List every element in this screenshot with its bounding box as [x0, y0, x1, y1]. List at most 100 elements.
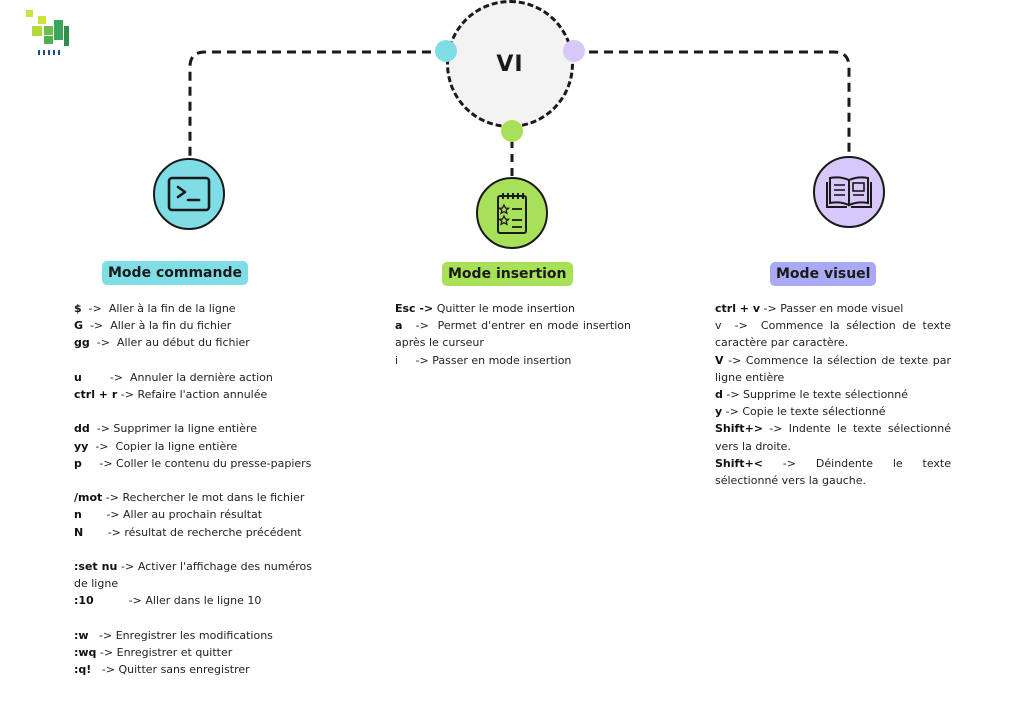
command-key: N: [74, 525, 84, 539]
spacer: [74, 352, 312, 369]
command-key: yy: [74, 439, 89, 453]
command-item: u -> Annuler la dernière action: [74, 369, 312, 386]
command-description: -> Permet d'entrer en mode insertion apr…: [395, 319, 635, 350]
command-item: d -> Supprime le texte sélectionné: [715, 386, 951, 403]
command-key: Shift+>: [715, 422, 764, 436]
command-item: :q! -> Quitter sans enregistrer: [74, 661, 312, 678]
command-item: Shift+< -> Déindente le texte sélectionn…: [715, 455, 951, 489]
command-description: -> Annuler la dernière action: [81, 370, 273, 384]
command-key: /mot: [74, 491, 103, 505]
command-description: -> Indente le texte sélectionné vers la …: [715, 422, 955, 453]
logo-icon: [26, 10, 69, 55]
command-description: -> Aller dans le ligne 10: [93, 594, 262, 608]
command-item: n -> Aller au prochain résultat: [74, 506, 312, 523]
command-item: :set nu -> Activer l'affichage des numér…: [74, 558, 312, 592]
mode-visuel-label: Mode visuel: [770, 262, 877, 286]
command-description: -> Copier la ligne entière: [88, 439, 238, 453]
mode-commande-label: Mode commande: [102, 261, 248, 285]
command-description: -> Aller à la fin de la ligne: [81, 302, 236, 315]
command-item: ctrl + v -> Passer en mode visuel: [715, 300, 951, 317]
command-item: v -> Commence la sélection de texte cara…: [715, 317, 951, 351]
command-item: i -> Passer en mode insertion: [395, 352, 631, 369]
connector-dot-insertion: [501, 120, 523, 142]
command-item: y -> Copie le texte sélectionné: [715, 403, 951, 420]
command-item: gg -> Aller au début du fichier: [74, 334, 312, 351]
command-key: p: [74, 456, 82, 470]
command-description: Quitter le mode insertion: [433, 302, 575, 315]
command-key: Esc ->: [395, 302, 434, 315]
command-description: -> Déindente le texte sélectionné vers l…: [715, 456, 955, 488]
command-key: Shift+<: [715, 456, 764, 470]
command-item: p -> Coller le contenu du presse-papiers: [74, 455, 312, 472]
command-item: G -> Aller à la fin du fichier: [74, 317, 312, 334]
command-key: gg: [74, 336, 90, 350]
command-description: -> Enregistrer les modifications: [88, 628, 273, 642]
command-item: yy -> Copier la ligne entière: [74, 438, 312, 455]
command-item: a -> Permet d'entrer en mode insertion a…: [395, 317, 631, 351]
command-description: -> Rechercher le mot dans le fichier: [102, 491, 305, 505]
command-key: :q!: [74, 663, 92, 677]
command-description: -> Activer l'affichage des numéros de li…: [74, 559, 316, 591]
command-description: -> Aller au début du fichier: [89, 336, 250, 350]
command-item: :w -> Enregistrer les modifications: [74, 627, 312, 644]
command-description: -> Commence la sélection de texte par li…: [715, 353, 955, 384]
command-key: d: [715, 388, 723, 402]
connector-commande: [188, 50, 446, 158]
command-description: -> Passer en mode visuel: [760, 302, 904, 315]
spacer: [74, 541, 312, 558]
command-description: -> Copie le texte sélectionné: [722, 405, 886, 419]
command-key: :w: [74, 628, 89, 642]
connector-dot-visuel: [563, 40, 585, 62]
command-key: :10: [74, 594, 94, 608]
connector-visuel: [574, 50, 851, 156]
command-key: :set nu: [74, 559, 118, 573]
spacer: [74, 610, 312, 627]
terminal-icon: [167, 176, 211, 212]
book-icon: [826, 176, 872, 208]
command-item: dd -> Supprimer la ligne entière: [74, 420, 312, 437]
command-key: G: [74, 319, 84, 333]
command-description: -> Coller le contenu du presse-papiers: [81, 456, 312, 470]
command-description: -> Quitter sans enregistrer: [91, 663, 250, 677]
command-key: :wq: [74, 645, 97, 659]
command-description: -> Aller au prochain résultat: [81, 508, 263, 522]
command-item: N -> résultat de recherche précédent: [74, 524, 312, 541]
spacer: [74, 472, 312, 489]
command-description: -> Refaire l'action annulée: [117, 388, 268, 401]
command-item: :wq -> Enregistrer et quitter: [74, 644, 312, 661]
notepad-icon: [497, 193, 527, 234]
hub-title: VI: [496, 51, 524, 77]
command-key: y: [715, 405, 723, 419]
command-description: -> Enregistrer et quitter: [96, 645, 233, 659]
command-key: ctrl + r: [74, 388, 118, 401]
command-key: ctrl + v: [715, 302, 761, 315]
command-item: /mot -> Rechercher le mot dans le fichie…: [74, 489, 312, 506]
hub-node: VI: [446, 0, 574, 128]
command-description: -> Supprimer la ligne entière: [89, 422, 257, 436]
command-item: :10 -> Aller dans le ligne 10: [74, 592, 312, 609]
command-item: V -> Commence la sélection de texte par …: [715, 352, 951, 386]
visuel-icon-circle: [813, 156, 885, 228]
command-item: Shift+> -> Indente le texte sélectionné …: [715, 420, 951, 454]
spacer: [74, 403, 312, 420]
command-description: i -> Passer en mode insertion: [395, 353, 572, 367]
command-item: Esc -> Quitter le mode insertion: [395, 300, 631, 317]
command-item: $ -> Aller à la fin de la ligne: [74, 300, 312, 317]
command-key: n: [74, 508, 82, 522]
command-description: -> Aller à la fin du fichier: [83, 319, 232, 333]
commande-icon-circle: [153, 158, 225, 230]
command-key: $: [74, 302, 82, 315]
command-description: -> Supprime le texte sélectionné: [722, 388, 909, 402]
command-item: ctrl + r -> Refaire l'action annulée: [74, 386, 312, 403]
command-description: v -> Commence la sélection de texte cara…: [715, 319, 955, 350]
connector-dot-commande: [435, 40, 457, 62]
insertion-icon-circle: [476, 177, 548, 249]
mode-insertion-label: Mode insertion: [442, 262, 573, 286]
command-key: dd: [74, 422, 90, 436]
command-key: u: [74, 370, 82, 384]
command-key: V: [715, 353, 724, 367]
